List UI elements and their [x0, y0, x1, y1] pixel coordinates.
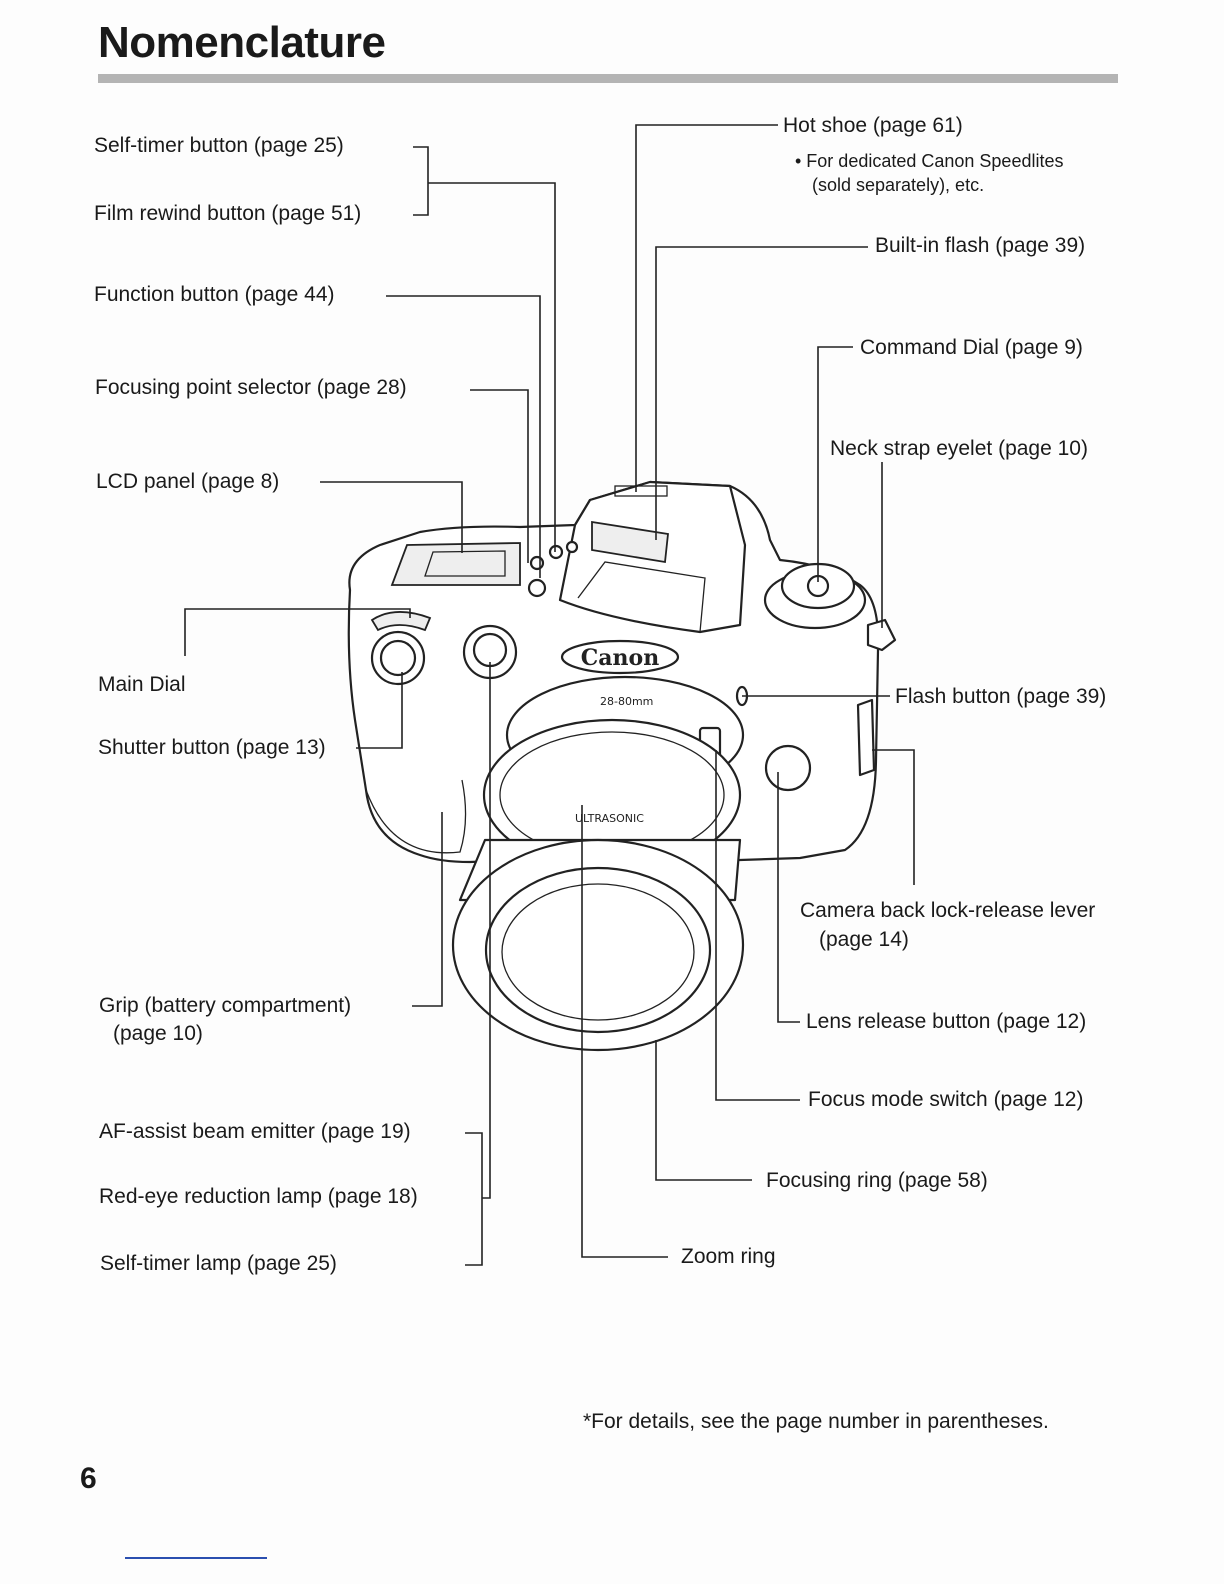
leader-self-timer-rewind-stem: [428, 182, 556, 552]
page-number: 6: [80, 1462, 97, 1495]
built-in-flash-window: [591, 520, 669, 564]
leader-command-dial: [817, 346, 853, 582]
label-hot-shoe-note-2: (sold separately), etc.: [812, 175, 985, 195]
lcd-panel-shape: [390, 542, 521, 586]
leader-lcd: [320, 481, 463, 553]
label-neck-strap: Neck strap eyelet (page 10): [830, 437, 1088, 460]
leader-lens-release: [777, 772, 800, 1023]
canon-logo: Canon: [581, 645, 659, 671]
label-film-rewind-button: Film rewind button (page 51): [94, 202, 362, 225]
leader-function: [386, 295, 541, 578]
label-self-timer-lamp: Self-timer lamp (page 25): [100, 1252, 337, 1275]
label-lcd-panel: LCD panel (page 8): [96, 470, 280, 493]
lens-glass: [501, 883, 695, 1021]
label-flash-button: Flash button (page 39): [895, 685, 1107, 708]
label-af-assist: AF-assist beam emitter (page 19): [99, 1120, 411, 1143]
page-title: Nomenclature: [98, 18, 386, 67]
leader-shutter: [356, 672, 403, 749]
label-built-in-flash: Built-in flash (page 39): [875, 234, 1086, 257]
canon-badge: [560, 639, 680, 675]
leader-lines: [184, 124, 915, 1266]
label-back-lock-page: (page 14): [819, 928, 909, 951]
leader-lamps-stem: [482, 662, 491, 1199]
title-rule: [98, 74, 1118, 83]
hot-shoe-shape: [614, 485, 668, 497]
leader-focus-mode: [715, 750, 800, 1101]
prism-face: [577, 561, 706, 633]
focus-point-button-shape: [529, 555, 545, 571]
label-focusing-ring: Focusing ring (page 58): [766, 1169, 988, 1192]
label-focus-mode: Focus mode switch (page 12): [808, 1088, 1084, 1111]
label-self-timer-button: Self-timer button (page 25): [94, 134, 344, 157]
label-focusing-point-selector: Focusing point selector (page 28): [95, 376, 407, 399]
leader-focus-point: [470, 389, 529, 563]
af-assist-lamp-inner: [472, 632, 508, 668]
lens-release-button-shape: [764, 744, 812, 792]
leader-built-in-flash: [655, 246, 868, 540]
label-shutter-button: Shutter button (page 13): [98, 736, 326, 759]
label-red-eye: Red-eye reduction lamp (page 18): [99, 1185, 418, 1208]
label-hot-shoe: Hot shoe (page 61): [783, 114, 963, 137]
grip-outline: [365, 779, 467, 854]
leader-grip: [412, 812, 443, 1007]
label-hot-shoe-note-1: • For dedicated Canon Speedlites: [795, 151, 1064, 171]
lens-front-ring: [484, 866, 712, 1034]
leader-lamps-bracket: [465, 1132, 483, 1266]
label-grip-page: (page 10): [113, 1022, 203, 1045]
label-command-dial: Command Dial (page 9): [860, 336, 1083, 359]
rewind-button-shape: [565, 540, 579, 554]
camera-illustration: Canon 28-80mm ULTRASONIC: [347, 480, 897, 1052]
label-main-dial: Main Dial: [98, 673, 186, 696]
shutter-button-shape: [379, 639, 417, 677]
lcd-panel-inner: [424, 550, 506, 577]
label-lens-release: Lens release button (page 12): [806, 1010, 1087, 1033]
function-button-shape: [527, 578, 547, 598]
leader-back-lock: [872, 749, 915, 885]
leader-zoom-ring: [581, 805, 668, 1258]
bottom-rule: [125, 1557, 267, 1559]
lens-focal-marking: 28-80mm: [600, 695, 653, 708]
leader-self-timer-rewind: [413, 146, 429, 216]
label-back-lock: Camera back lock-release lever: [800, 899, 1096, 922]
leader-hot-shoe: [635, 124, 778, 492]
label-function-button: Function button (page 44): [94, 283, 335, 306]
self-timer-button-shape: [548, 544, 564, 560]
main-dial-shape: [370, 611, 432, 632]
leader-focusing-ring: [655, 1040, 752, 1181]
back-lock-lever-shape: [856, 698, 876, 777]
label-grip: Grip (battery compartment): [99, 994, 352, 1017]
footnote: *For details, see the page number in par…: [583, 1410, 1049, 1433]
lens-ring-text: ULTRASONIC: [575, 812, 644, 825]
label-zoom-ring: Zoom ring: [681, 1245, 776, 1268]
leader-main-dial: [184, 608, 411, 656]
